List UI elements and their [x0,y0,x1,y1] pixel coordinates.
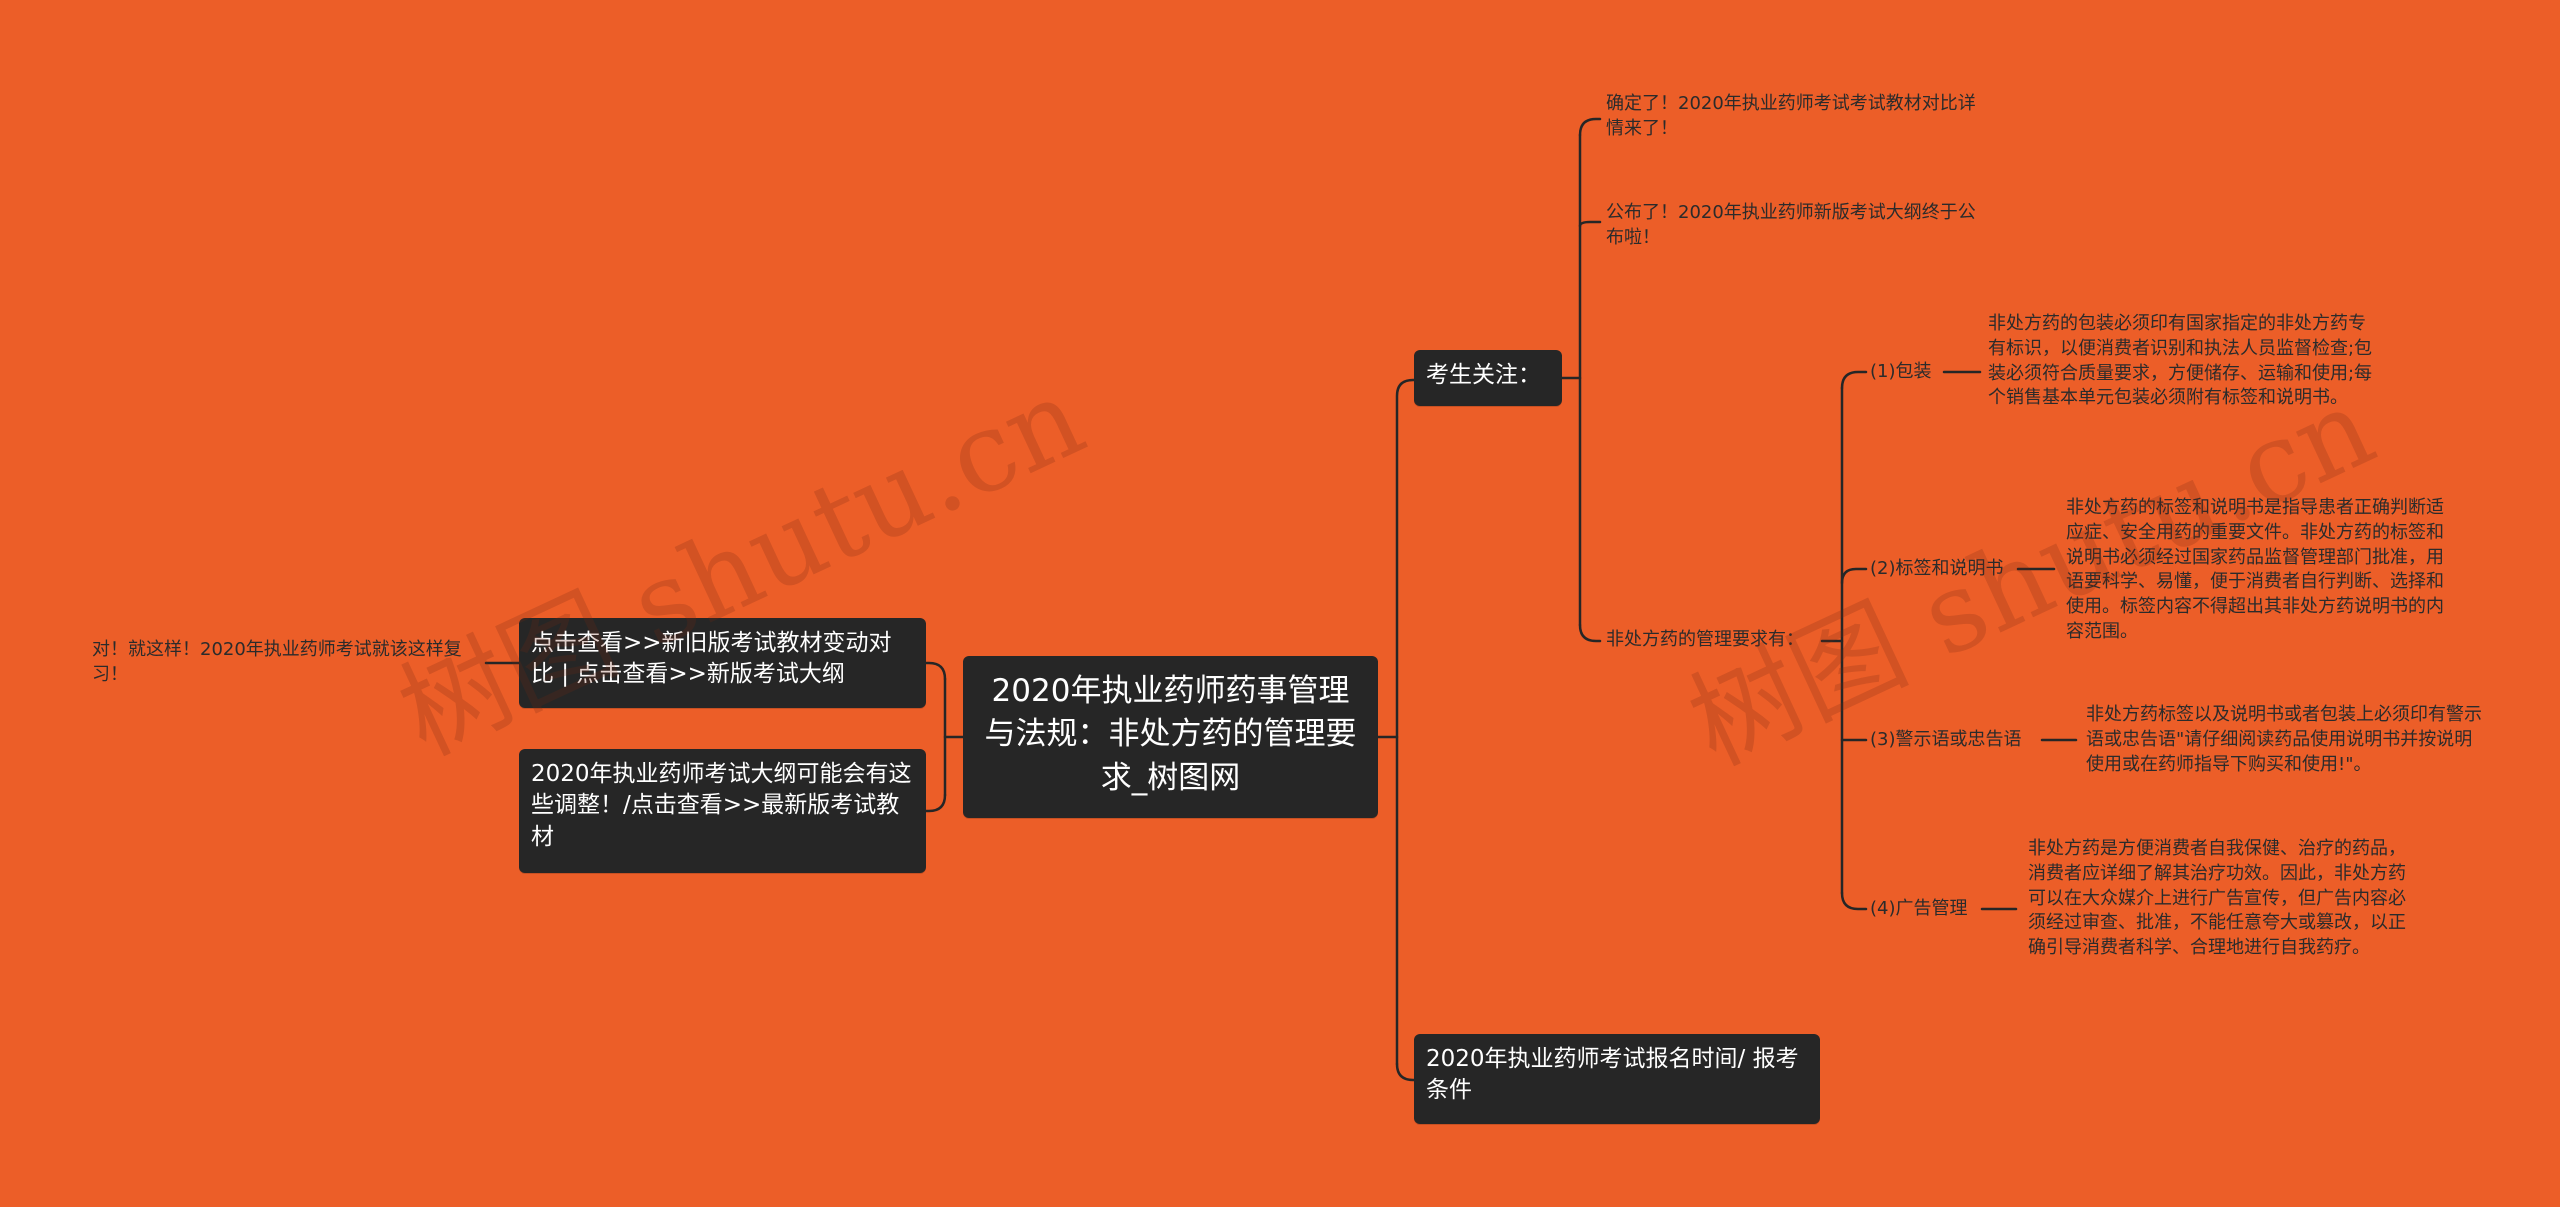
otc-sub-labels-instructions[interactable]: (2)标签和说明书 [1870,557,2004,582]
note-review-method: 对！就这样！2020年执业药师考试就该这样复习！ [92,638,472,688]
connector-to-item2 [1578,220,1602,228]
otc-requirements-text: 非处方药的管理要求有： [1606,629,1804,650]
focus-item-syllabus-text: 公布了！2020年执业药师新版考试大纲终于公布啦！ [1606,202,1976,248]
focus-item-textbook-text: 确定了！2020年执业药师考试考试教材对比详情来了！ [1606,93,1976,139]
root-topic-node[interactable]: 2020年执业药师药事管理与法规：非处方药的管理要求_树图网 [963,656,1378,818]
connector-to-sub1 [1840,370,1868,390]
otc-labels-instructions-detail-text: 非处方药的标签和说明书是指导患者正确判断适应症、安全用药的重要文件。非处方药的标… [2066,497,2444,643]
focus-item-textbook[interactable]: 确定了！2020年执业药师考试考试教材对比详情来了！ [1606,92,1991,142]
topic-node-registration[interactable]: 2020年执业药师考试报名时间/ 报考条件 [1414,1034,1820,1124]
focus-item-syllabus[interactable]: 公布了！2020年执业药师新版考试大纲终于公布啦！ [1606,201,1991,251]
connector-to-sub2 [1840,567,1868,585]
connector-to-sub4 [1840,891,1868,911]
otc-sub-warnings[interactable]: (3)警示语或忠告语 [1870,728,2022,753]
topic-textbook-comparison-label: 点击查看>>新旧版考试教材变动对比 | 点击查看>>新版考试大纲 [531,630,892,688]
otc-sub-advertising-label: (4)广告管理 [1870,898,1968,919]
root-topic-title: 2020年执业药师药事管理与法规：非处方药的管理要求_树图网 [984,673,1357,796]
otc-advertising-detail-text: 非处方药是方便消费者自我保健、治疗的药品，消费者应详细了解其治疗功效。因此，非处… [2028,838,2406,959]
otc-labels-instructions-detail: 非处方药的标签和说明书是指导患者正确判断适应症、安全用药的重要文件。非处方药的标… [2066,496,2461,645]
topic-node-textbook-comparison[interactable]: 点击查看>>新旧版考试教材变动对比 | 点击查看>>新版考试大纲 [519,618,926,708]
otc-advertising-detail: 非处方药是方便消费者自我保健、治疗的药品，消费者应详细了解其治疗功效。因此，非处… [2028,837,2418,961]
topic-syllabus-changes-label: 2020年执业药师考试大纲可能会有这些调整！/点击查看>>最新版考试教材 [531,761,912,850]
connector-right-trunk [1395,378,1416,1066]
note-review-method-text: 对！就这样！2020年执业药师考试就该这样复习！ [92,639,462,685]
topic-candidate-focus-label: 考生关注： [1426,362,1541,388]
otc-sub-warnings-label: (3)警示语或忠告语 [1870,729,2022,750]
otc-warnings-detail: 非处方药标签以及说明书或者包装上必须印有警示语或忠告语"请仔细阅读药品使用说明书… [2086,703,2486,777]
otc-sub-labels-instructions-label: (2)标签和说明书 [1870,558,2004,579]
otc-warnings-detail-text: 非处方药标签以及说明书或者包装上必须印有警示语或忠告语"请仔细阅读药品使用说明书… [2086,704,2482,775]
otc-sub-advertising[interactable]: (4)广告管理 [1870,897,1968,922]
connector-to-link2 [924,793,947,813]
otc-sub-packaging[interactable]: (1)包装 [1870,360,1932,385]
otc-packaging-detail-text: 非处方药的包装必须印有国家指定的非处方药专有标识，以便消费者识别和执法人员监督检… [1988,313,2373,409]
connector-to-link1 [924,661,947,681]
connector-to-registration [1395,1062,1416,1082]
topic-node-syllabus-changes[interactable]: 2020年执业药师考试大纲可能会有这些调整！/点击查看>>最新版考试教材 [519,749,926,873]
otc-requirements-label[interactable]: 非处方药的管理要求有： [1606,628,1804,653]
otc-packaging-detail: 非处方药的包装必须印有国家指定的非处方药专有标识，以便消费者识别和执法人员监督检… [1988,312,2383,411]
connector-to-item1 [1578,117,1602,137]
topic-registration-label: 2020年执业药师考试报名时间/ 报考条件 [1426,1046,1799,1104]
otc-sub-packaging-label: (1)包装 [1870,361,1932,382]
topic-node-candidate-focus[interactable]: 考生关注： [1414,350,1562,406]
connector-to-otc [1578,623,1602,643]
